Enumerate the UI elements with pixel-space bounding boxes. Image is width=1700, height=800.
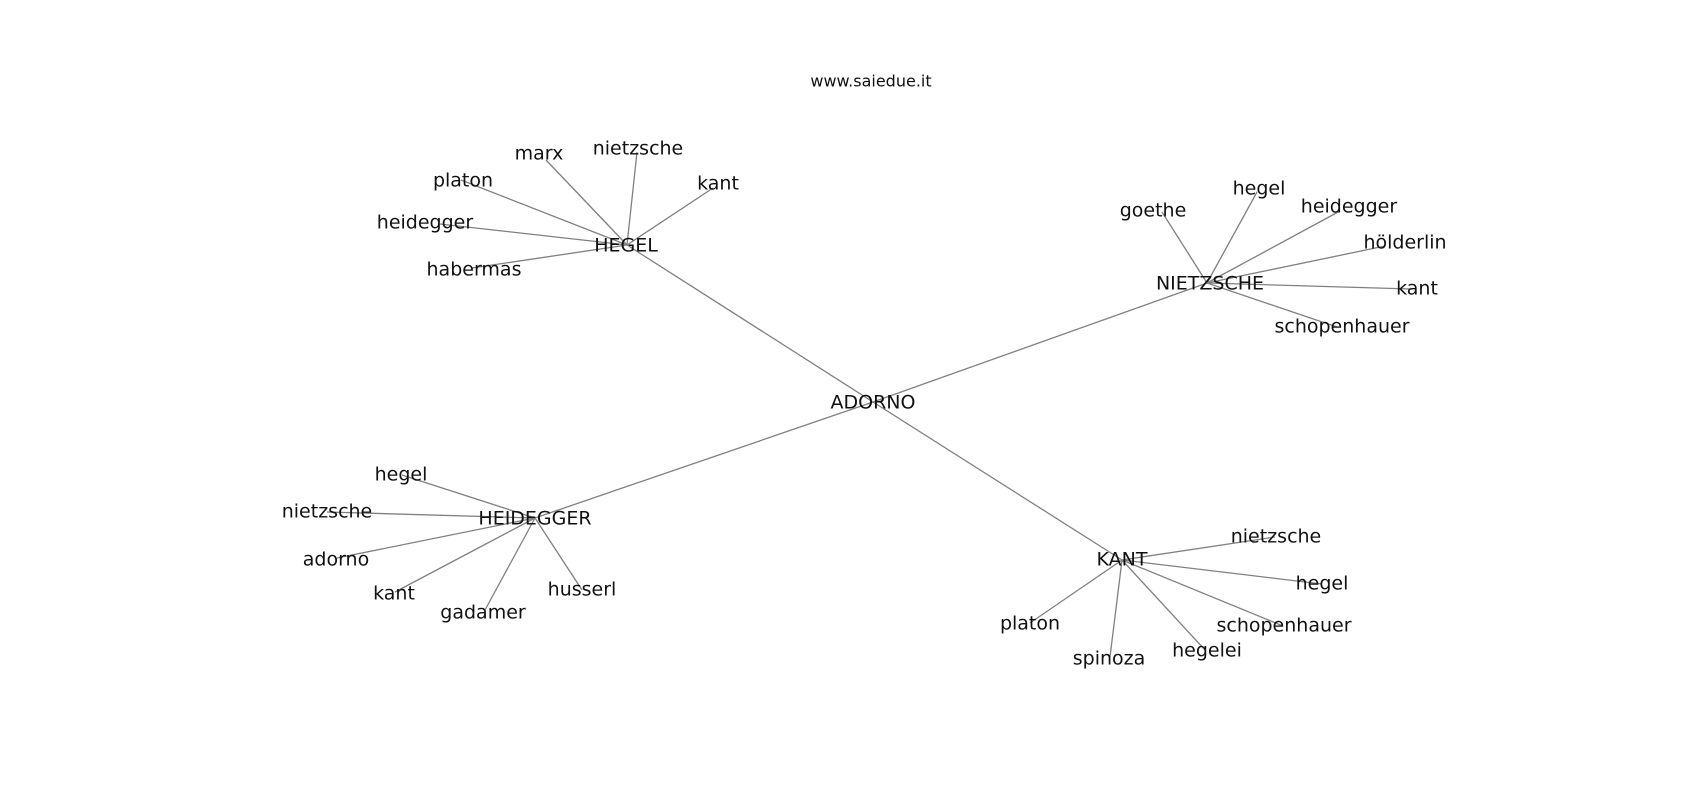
edge-kant-hegel — [1121, 559, 1323, 585]
edge-nietzsche-goethe — [1161, 211, 1208, 284]
node-leaf: schopenhauer — [1274, 316, 1409, 338]
node-leaf: gadamer — [440, 602, 526, 624]
node-leaf: schopenhauer — [1216, 615, 1351, 637]
edge-adorno-heidegger — [534, 401, 874, 519]
node-leaf: heidegger — [1301, 196, 1398, 218]
edge-heidegger-gadamer — [484, 517, 536, 611]
node-center: ADORNO — [831, 392, 916, 414]
edge-hegel-nietzsche — [626, 151, 638, 246]
node-hub-hegel: HEGEL — [594, 235, 658, 257]
edge-hegel-platon — [460, 179, 628, 246]
node-leaf: habermas — [427, 259, 522, 281]
node-leaf: platon — [433, 170, 493, 192]
edge-nietzsche-hegel — [1206, 191, 1258, 284]
node-hub-nietzsche: NIETZSCHE — [1156, 273, 1264, 295]
node-leaf: nietzsche — [1231, 526, 1322, 548]
edge-adorno-hegel — [626, 244, 874, 403]
node-leaf: goethe — [1120, 200, 1187, 222]
node-leaf: hölderlin — [1363, 232, 1446, 254]
node-leaf: spinoza — [1073, 648, 1146, 670]
node-leaf: kant — [373, 583, 415, 605]
edge-kant-nietzsche — [1121, 536, 1276, 561]
edge-heidegger-husserl — [534, 517, 583, 591]
node-leaf: hegelei — [1172, 640, 1242, 662]
site-url: www.saiedue.it — [810, 72, 931, 91]
edge-heidegger-hegel — [401, 474, 536, 519]
edge-adorno-kant — [872, 401, 1123, 561]
edge-hegel-heidegger — [439, 223, 628, 246]
node-hub-heidegger: HEIDEGGER — [478, 508, 591, 530]
node-leaf: kant — [1396, 278, 1438, 300]
edge-hegel-marx — [545, 159, 628, 246]
node-leaf: hegel — [1296, 573, 1349, 595]
node-leaf: nietzsche — [593, 138, 684, 160]
edge-kant-schopenhauer — [1121, 559, 1284, 627]
node-leaf: hegel — [375, 464, 428, 486]
edge-heidegger-adorno — [336, 517, 536, 559]
node-leaf: heidegger — [377, 212, 474, 234]
node-leaf: kant — [697, 173, 739, 195]
edge-adorno-nietzsche — [872, 282, 1208, 403]
edge-nietzsche-holderlin — [1206, 245, 1386, 284]
node-leaf: husserl — [548, 579, 617, 601]
edge-nietzsche-schopenhauer — [1206, 282, 1338, 328]
node-leaf: marx — [515, 143, 564, 165]
node-leaf: platon — [1000, 613, 1060, 635]
edge-nietzsche-heidegger — [1206, 210, 1341, 284]
node-hub-kant: KANT — [1097, 549, 1148, 571]
edge-heidegger-kant — [394, 517, 536, 593]
edge-nietzsche-kant — [1206, 282, 1413, 290]
edge-hegel-habermas — [471, 244, 628, 269]
edge-heidegger-nietzsche — [326, 511, 536, 519]
edge-kant-spinoza — [1109, 559, 1123, 658]
node-leaf: hegel — [1233, 178, 1286, 200]
node-leaf: adorno — [303, 549, 369, 571]
edge-hegel-kant — [626, 187, 714, 246]
edge-kant-hegelei — [1121, 559, 1206, 651]
node-leaf: nietzsche — [282, 501, 373, 523]
edge-kant-platon — [1029, 559, 1123, 624]
